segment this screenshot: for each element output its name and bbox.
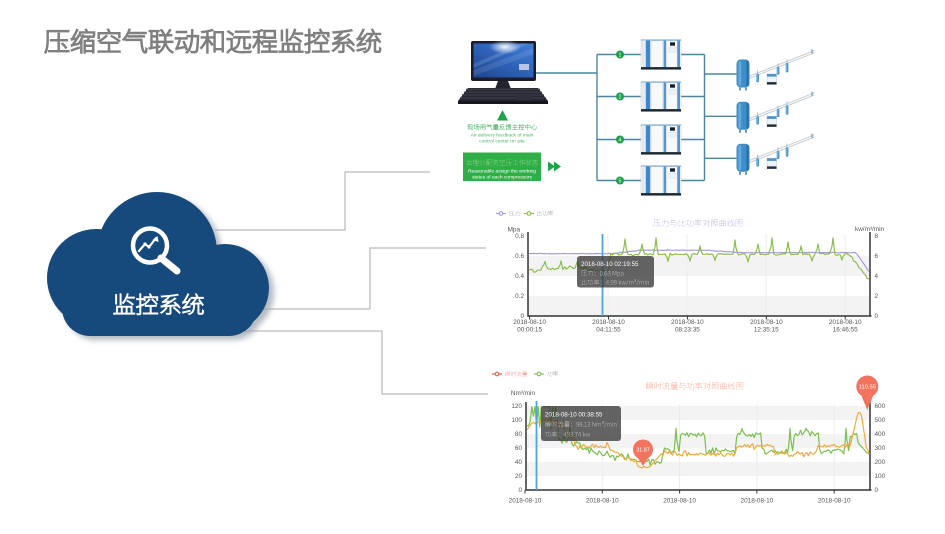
svg-text:1: 1 [619, 53, 622, 59]
svg-text:Reasonable assign the working: Reasonable assign the working [468, 169, 536, 175]
svg-text:2018-08-10 00:38:55: 2018-08-10 00:38:55 [545, 412, 603, 419]
svg-text:4: 4 [619, 138, 622, 144]
svg-text:2018-08-10: 2018-08-10 [741, 498, 774, 505]
svg-text:0: 0 [520, 313, 524, 320]
svg-text:Nm³/min: Nm³/min [511, 390, 536, 397]
svg-text:2: 2 [619, 95, 622, 101]
svg-text:2018-08-10: 2018-08-10 [829, 319, 862, 326]
svg-text:200: 200 [875, 459, 886, 466]
svg-text:0.8: 0.8 [515, 233, 524, 240]
svg-text:600: 600 [875, 403, 886, 410]
svg-text:31.87: 31.87 [636, 448, 650, 454]
svg-text:500: 500 [875, 417, 886, 424]
svg-text:2018-08-10: 2018-08-10 [513, 319, 546, 326]
svg-text:2018-08-10 02:19:55: 2018-08-10 02:19:55 [581, 261, 639, 268]
svg-text:control center on site: control center on site [479, 139, 525, 145]
svg-text:100: 100 [511, 417, 522, 424]
svg-text:5: 5 [619, 179, 622, 185]
svg-text:12:35:15: 12:35:15 [754, 327, 779, 334]
svg-text:states of each compressors: states of each compressors [472, 175, 532, 181]
svg-text:2018-08-10: 2018-08-10 [586, 498, 619, 505]
svg-text:4: 4 [875, 273, 879, 280]
svg-text:2018-08-10: 2018-08-10 [592, 319, 625, 326]
svg-text:2018-08-10: 2018-08-10 [671, 319, 704, 326]
svg-text:110.55: 110.55 [859, 385, 876, 391]
svg-text:08:23:35: 08:23:35 [675, 327, 700, 334]
svg-text:Air delivery feedback of main: Air delivery feedback of main [471, 133, 534, 139]
svg-text:2018-08-10: 2018-08-10 [509, 498, 542, 505]
svg-text:00:00:15: 00:00:15 [517, 327, 542, 334]
svg-text:0: 0 [518, 487, 522, 494]
svg-text:0.6: 0.6 [515, 253, 524, 260]
svg-text:6: 6 [875, 253, 879, 260]
svg-text:0.2: 0.2 [515, 293, 524, 300]
svg-text:400: 400 [875, 431, 886, 438]
svg-text:16:46:55: 16:46:55 [833, 327, 858, 334]
svg-text:40: 40 [515, 459, 523, 466]
svg-text:20: 20 [515, 473, 523, 480]
svg-text:2: 2 [875, 293, 879, 300]
svg-text:0: 0 [875, 487, 879, 494]
svg-text:Mpa: Mpa [508, 227, 521, 234]
svg-text:2018-08-10: 2018-08-10 [663, 498, 696, 505]
svg-text:kw/m³/min: kw/m³/min [855, 226, 885, 233]
svg-text:120: 120 [511, 403, 522, 410]
svg-text:8: 8 [875, 233, 879, 240]
svg-text:80: 80 [515, 431, 523, 438]
svg-text:04:11:55: 04:11:55 [596, 327, 621, 334]
svg-text:0.4: 0.4 [515, 273, 524, 280]
svg-text:2018-08-10: 2018-08-10 [750, 319, 783, 326]
svg-text:100: 100 [875, 473, 886, 480]
svg-text:60: 60 [515, 445, 523, 452]
svg-text:300: 300 [875, 445, 886, 452]
svg-text:0: 0 [875, 313, 879, 320]
svg-text:2018-08-10: 2018-08-10 [818, 498, 851, 505]
